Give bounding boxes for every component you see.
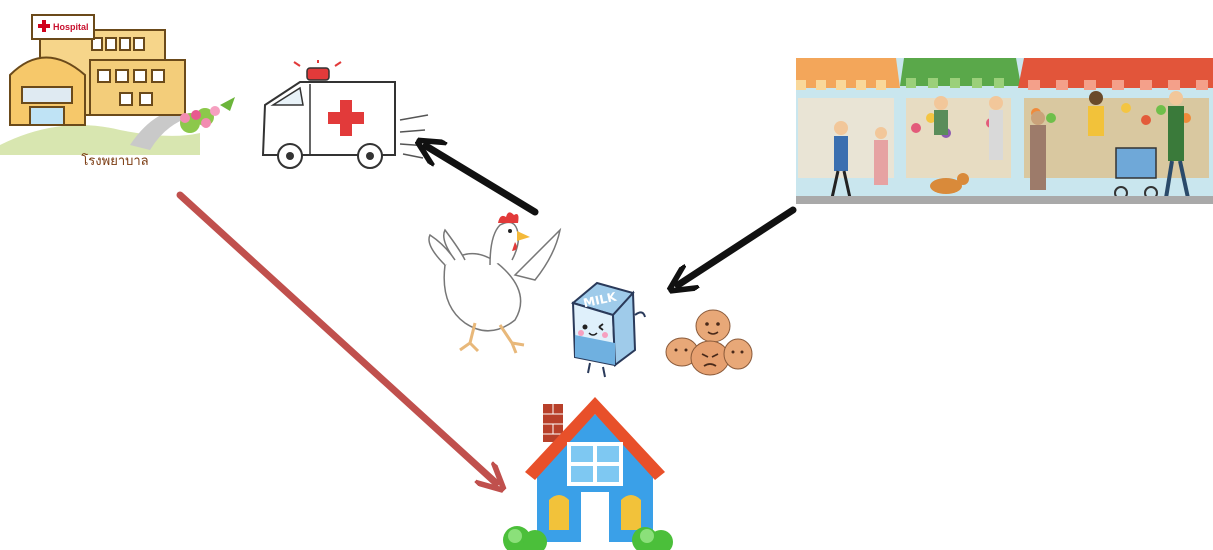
market-illustration: [796, 58, 1213, 204]
arrow-hospital-to-house: [176, 191, 496, 483]
eggs-illustration: [660, 308, 755, 378]
chicken-illustration: [420, 205, 570, 357]
hospital-caption: โรงพยาบาล: [81, 154, 149, 169]
hospital-sign-text: Hospital: [53, 22, 89, 32]
house-illustration: [495, 392, 675, 550]
arrow-market-to-food: [678, 206, 797, 285]
hospital-illustration: Hospital: [0, 5, 245, 155]
milk-label: MILK: [582, 290, 618, 311]
ambulance-illustration: [245, 60, 430, 175]
milk-carton-illustration: MILK: [555, 275, 660, 380]
arrow-food-to-ambulance: [426, 146, 539, 216]
